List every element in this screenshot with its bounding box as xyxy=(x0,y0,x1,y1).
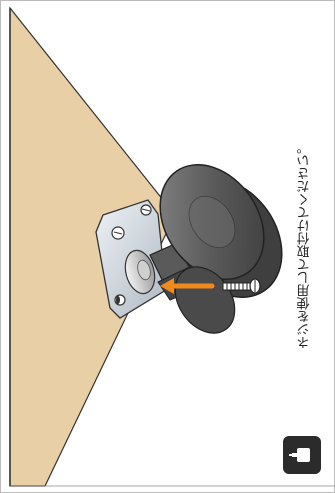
swivel-hub xyxy=(124,249,156,295)
caster-wheel xyxy=(159,164,283,334)
instruction-text: ネジを使用して取付けてください。 xyxy=(297,141,313,349)
screw-badge xyxy=(283,436,321,474)
screw-icon xyxy=(222,278,261,294)
screw-icon xyxy=(289,448,310,462)
arrow-left-icon xyxy=(160,278,215,294)
